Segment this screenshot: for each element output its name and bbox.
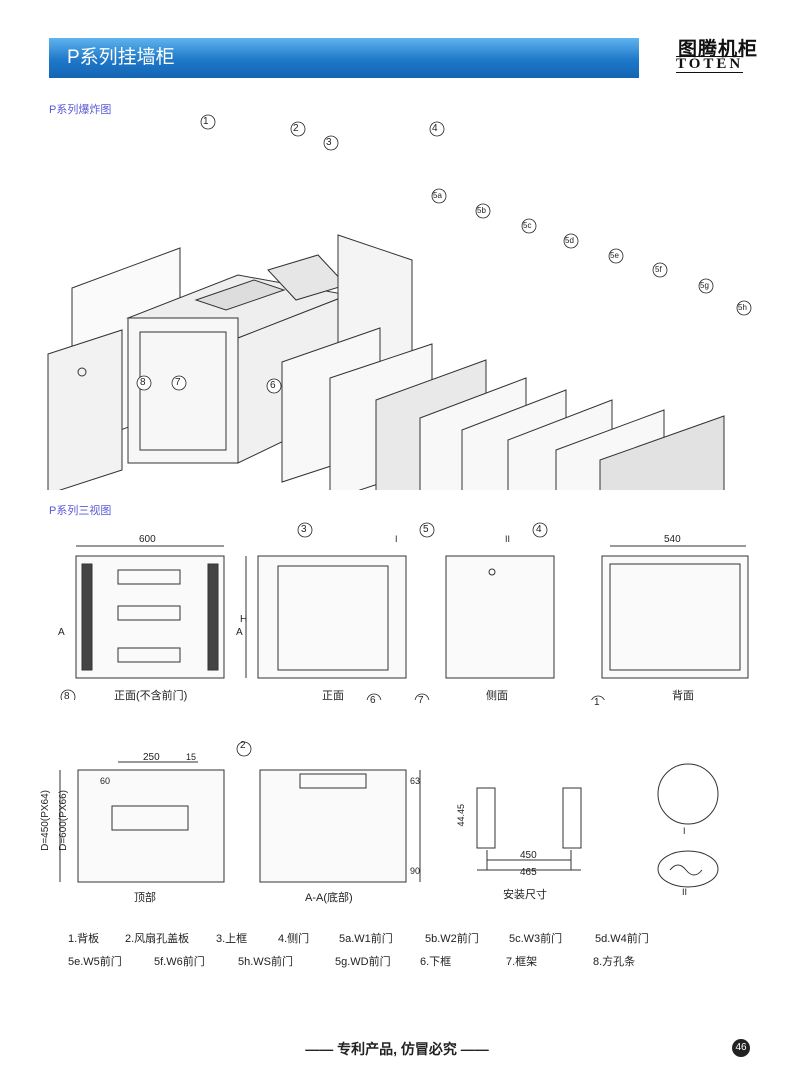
label-top: 顶部 [134, 892, 156, 904]
brand-logo-cn: 图腾机柜 [678, 39, 759, 60]
dim-600: 600 [139, 534, 156, 545]
dim-depth: D=450(PX64) [40, 790, 51, 851]
roman-2-mark: II [505, 534, 511, 544]
callout-2-view: 2 [240, 740, 246, 751]
dim-63: 63 [410, 776, 421, 786]
callout-7: 7 [175, 377, 181, 388]
callout-1-view: 1 [594, 697, 600, 708]
callout-3: 3 [326, 137, 332, 148]
callout-6-view: 6 [370, 695, 376, 706]
page-number: 46 [732, 1039, 750, 1057]
callout-4-view: 4 [536, 524, 542, 535]
dim-h: H [240, 614, 248, 625]
callout-8-view: 8 [64, 691, 70, 702]
three-view-diagram [60, 522, 749, 700]
callout-3-view: 3 [301, 524, 307, 535]
exploded-diagram [47, 114, 752, 490]
legend-item: 3.上框 [216, 933, 248, 945]
dim-465: 465 [520, 867, 537, 878]
callout-5h: 5h [738, 303, 747, 312]
label-front: 正面 [322, 690, 344, 702]
label-bottom: A-A(底部) [305, 892, 353, 904]
callout-5-view: 5 [423, 524, 429, 535]
dim-540: 540 [664, 534, 681, 545]
dim-a-right: A [236, 627, 243, 638]
callout-1: 1 [203, 116, 209, 127]
callout-5c: 5c [523, 221, 532, 230]
legend-item: 5g.WD前门 [335, 956, 391, 968]
legend-item: 5e.W5前门 [68, 956, 122, 968]
callout-6: 6 [270, 380, 276, 391]
roman-2: II [682, 887, 688, 897]
legend-item: 8.方孔条 [593, 956, 636, 968]
callout-5g: 5g [700, 281, 709, 290]
callout-8: 8 [140, 377, 146, 388]
plan-diagram [59, 741, 719, 888]
legend-item: 6.下框 [420, 956, 452, 968]
label-install: 安装尺寸 [503, 889, 547, 901]
callout-5e: 5e [610, 251, 619, 260]
callout-7-view: 7 [418, 695, 424, 706]
legend-item: 2.风扇孔盖板 [125, 933, 190, 945]
legend-item: 4.侧门 [278, 933, 310, 945]
dim-60: 60 [100, 776, 111, 786]
legend-item: 1.背板 [68, 933, 100, 945]
roman-1-mark: I [395, 534, 398, 544]
dim-90: 90 [410, 866, 421, 876]
legend-item: 5b.W2前门 [425, 933, 479, 945]
dim-depth-2: D=600(PX66) [58, 790, 69, 851]
label-side: 侧面 [486, 690, 508, 702]
footer-notice: —— 专利产品, 仿冒必究 —— [305, 1041, 489, 1057]
dim-250: 250 [143, 752, 160, 763]
callout-4: 4 [432, 123, 438, 134]
brand-logo-en: TOTEN [676, 56, 744, 73]
callout-5f: 5f [655, 265, 662, 274]
section-views-label: P系列三视图 [49, 505, 112, 517]
dim-a-left: A [58, 627, 65, 638]
roman-1: I [683, 826, 686, 836]
label-front-no-door: 正面(不含前门) [114, 690, 188, 702]
dim-450: 450 [520, 850, 537, 861]
callout-5d: 5d [565, 236, 574, 245]
dim-44-45: 44.45 [456, 804, 466, 827]
legend-item: 5h.WS前门 [238, 956, 294, 968]
label-back: 背面 [672, 690, 694, 702]
legend-item: 5d.W4前门 [595, 933, 649, 945]
legend-item: 5a.W1前门 [339, 933, 393, 945]
dim-15: 15 [186, 752, 197, 762]
parts-legend: 1.背板 2.风扇孔盖板 3.上框 4.侧门 5a.W1前门 5b.W2前门 5… [68, 930, 768, 969]
section-exploded-label: P系列爆炸图 [49, 104, 112, 116]
legend-item: 5c.W3前门 [509, 933, 563, 945]
callout-5a: 5a [433, 191, 442, 200]
page-title: P系列挂墙柜 [49, 38, 639, 78]
callout-5b: 5b [477, 206, 486, 215]
legend-item: 5f.W6前门 [154, 956, 205, 968]
callout-2: 2 [293, 123, 299, 134]
legend-item: 7.框架 [506, 956, 538, 968]
